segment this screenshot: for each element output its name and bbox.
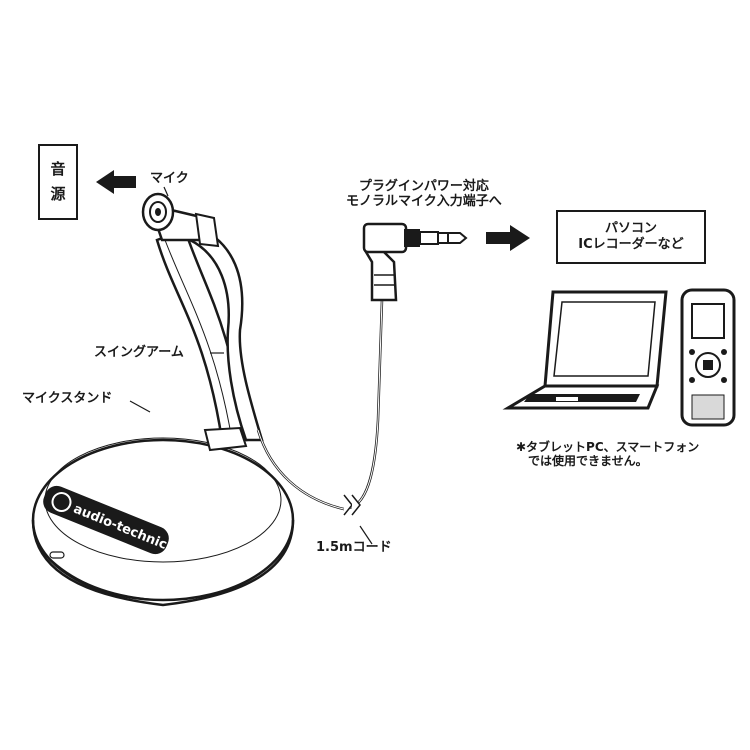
- swing-arm: [155, 223, 264, 452]
- target-device-label-1: パソコン: [604, 220, 657, 236]
- plug-label-line2: モノラルマイク入力端子へ: [346, 193, 502, 209]
- arrow-to-source-icon: [96, 170, 136, 194]
- mic-stand-label: マイクスタンド: [22, 391, 113, 406]
- laptop-icon: [502, 290, 668, 410]
- cord-label: 1.5mコード: [316, 540, 392, 555]
- ic-recorder-icon: [680, 288, 736, 427]
- plug-label: プラグインパワー対応 モノラルマイク入力端子へ: [346, 179, 502, 210]
- swing-arm-label: スイングアーム: [94, 345, 184, 360]
- plug-label-line1: プラグインパワー対応: [358, 179, 489, 194]
- arrow-to-target-icon: [486, 225, 530, 251]
- mic-stand-base: [31, 437, 295, 607]
- leader-lines: [129, 186, 373, 545]
- note-text: ✱タブレットPC、スマートフォン では使用できません。: [516, 440, 700, 469]
- sound-source-label-1: 音: [50, 160, 66, 179]
- mic-label: マイク: [150, 171, 189, 186]
- cord: [256, 299, 384, 516]
- note-line1: ✱タブレットPC、スマートフォン: [516, 440, 700, 454]
- target-device-box: パソコン ICレコーダーなど: [556, 210, 706, 264]
- target-device-label-2: ICレコーダーなど: [578, 237, 684, 252]
- sound-source-label-2: 源: [50, 185, 66, 203]
- note-line2: では使用できません。: [528, 453, 648, 468]
- sound-source-box: 音 源: [38, 144, 78, 220]
- mic-head: [141, 192, 220, 248]
- plug: [362, 222, 468, 302]
